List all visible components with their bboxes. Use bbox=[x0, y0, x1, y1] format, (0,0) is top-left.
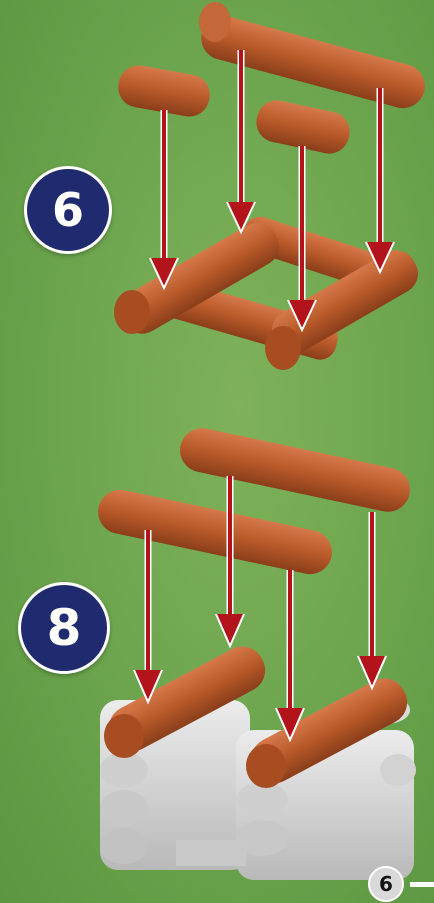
arrow-step8-2 bbox=[216, 476, 244, 646]
top-log-long bbox=[196, 2, 430, 113]
page-number-dash bbox=[410, 882, 434, 887]
arrow-step8-3 bbox=[276, 570, 304, 740]
step-number-badge-6: 6 bbox=[24, 166, 112, 254]
arrow-step6-2 bbox=[227, 50, 255, 232]
arrow-step8-4 bbox=[358, 512, 386, 688]
stone-floor bbox=[176, 840, 246, 866]
arrow-step6-1 bbox=[150, 110, 178, 288]
page-number-badge: 6 bbox=[368, 866, 404, 902]
step-8-assembly bbox=[94, 424, 416, 880]
step-number-8: 8 bbox=[47, 599, 82, 657]
floating-log-back bbox=[176, 424, 414, 516]
arrow-step6-4 bbox=[366, 88, 394, 272]
arrow-step8-1 bbox=[134, 530, 162, 702]
floating-log-front bbox=[94, 486, 336, 579]
page-number: 6 bbox=[379, 872, 393, 896]
step-number-badge-8: 8 bbox=[18, 582, 110, 674]
step-6-assembly bbox=[113, 2, 430, 370]
step-number-6: 6 bbox=[52, 183, 84, 237]
